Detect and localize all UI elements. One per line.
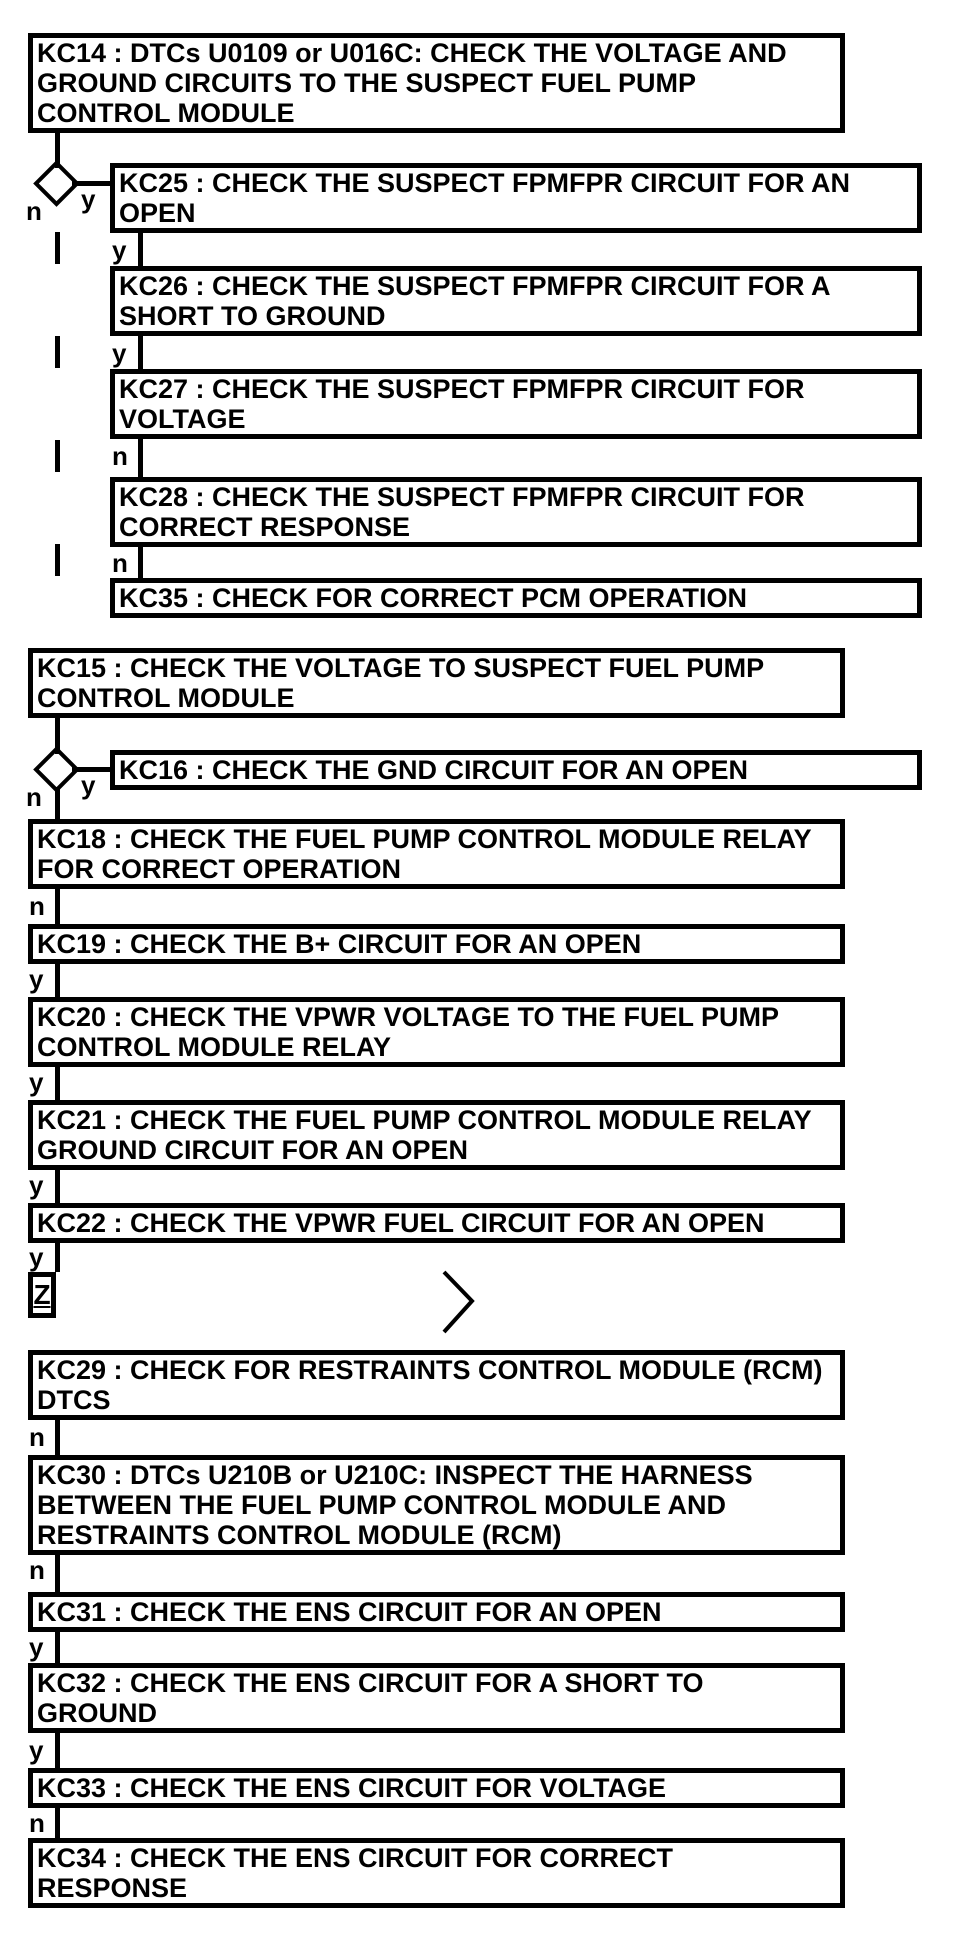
connector-kc18-to-kc19 (55, 889, 60, 924)
connector-kc32-to-kc33 (55, 1733, 60, 1768)
connector-decision2-yes-to-kc16 (72, 767, 110, 772)
edge-label-kc31-yes: y (28, 1632, 45, 1662)
connector-kc31-to-kc32 (55, 1632, 60, 1663)
connector-decision1-no-trunk (55, 232, 60, 648)
connector-kc26-to-kc27 (138, 336, 143, 369)
edge-label-kc21-yes: y (28, 1170, 45, 1200)
edge-label-kc20-yes: y (28, 1067, 45, 1097)
node-kc27: KC27 : CHECK THE SUSPECT FPMFPR CIRCUIT … (110, 369, 922, 439)
node-kc25: KC25 : CHECK THE SUSPECT FPMFPR CIRCUIT … (110, 163, 922, 233)
edge-label-kc19-yes: y (28, 964, 45, 994)
node-kc21: KC21 : CHECK THE FUEL PUMP CONTROL MODUL… (28, 1100, 845, 1170)
node-kc34: KC34 : CHECK THE ENS CIRCUIT FOR CORRECT… (28, 1838, 845, 1908)
edge-label-decision1-yes: y (80, 184, 97, 214)
edge-label-decision2-yes: y (80, 770, 97, 800)
next-page-chevron-icon (442, 1270, 475, 1334)
node-kc14: KC14 : DTCs U0109 or U016C: CHECK THE VO… (28, 33, 845, 133)
edge-label-kc33-no: n (28, 1808, 46, 1838)
edge-label-kc32-yes: y (28, 1735, 45, 1765)
node-kc33: KC33 : CHECK THE ENS CIRCUIT FOR VOLTAGE (28, 1768, 845, 1808)
connector-kc27-to-kc28 (138, 439, 143, 477)
node-kc16: KC16 : CHECK THE GND CIRCUIT FOR AN OPEN (110, 750, 922, 790)
connector-kc29-to-kc30 (55, 1420, 60, 1455)
node-kc31: KC31 : CHECK THE ENS CIRCUIT FOR AN OPEN (28, 1592, 845, 1632)
node-kc19: KC19 : CHECK THE B+ CIRCUIT FOR AN OPEN (28, 924, 845, 964)
edge-label-kc22-yes: y (28, 1242, 45, 1272)
edge-label-kc30-no: n (28, 1555, 46, 1585)
node-kc18: KC18 : CHECK THE FUEL PUMP CONTROL MODUL… (28, 819, 845, 889)
node-kc20: KC20 : CHECK THE VPWR VOLTAGE TO THE FUE… (28, 997, 845, 1067)
node-kc29: KC29 : CHECK FOR RESTRAINTS CONTROL MODU… (28, 1350, 845, 1420)
edge-label-kc25-yes: y (111, 235, 128, 265)
connector-decision1-yes-to-kc25 (72, 181, 110, 186)
edge-label-kc29-no: n (28, 1422, 46, 1452)
connector-kc25-to-kc26 (138, 233, 143, 266)
edge-label-kc26-yes: y (111, 338, 128, 368)
node-kc22: KC22 : CHECK THE VPWR FUEL CIRCUIT FOR A… (28, 1203, 845, 1243)
connector-decision2-to-kc18 (55, 787, 60, 819)
edge-label-decision1-no: n (25, 196, 43, 226)
connector-kc14-to-decision (55, 133, 60, 168)
connector-kc20-to-kc21 (55, 1067, 60, 1100)
node-kc30: KC30 : DTCs U210B or U210C: INSPECT THE … (28, 1455, 845, 1555)
connector-kc15-to-decision (55, 718, 60, 754)
connector-kc19-to-kc20 (55, 964, 60, 997)
edge-label-kc27-no: n (111, 441, 129, 471)
edge-label-decision2-no: n (25, 782, 43, 812)
off-page-connector-z: Z (28, 1272, 56, 1318)
node-kc32: KC32 : CHECK THE ENS CIRCUIT FOR A SHORT… (28, 1663, 845, 1733)
connector-kc33-to-kc34 (55, 1808, 60, 1838)
node-kc15: KC15 : CHECK THE VOLTAGE TO SUSPECT FUEL… (28, 648, 845, 718)
connector-kc28-to-kc35 (138, 547, 143, 578)
node-kc35: KC35 : CHECK FOR CORRECT PCM OPERATION (110, 578, 922, 618)
connector-kc30-to-kc31 (55, 1555, 60, 1592)
connector-kc22-to-offpage (55, 1243, 60, 1272)
node-kc26: KC26 : CHECK THE SUSPECT FPMFPR CIRCUIT … (110, 266, 922, 336)
connector-kc21-to-kc22 (55, 1170, 60, 1203)
edge-label-kc18-no: n (28, 891, 46, 921)
edge-label-kc28-no: n (111, 548, 129, 578)
node-kc28: KC28 : CHECK THE SUSPECT FPMFPR CIRCUIT … (110, 477, 922, 547)
